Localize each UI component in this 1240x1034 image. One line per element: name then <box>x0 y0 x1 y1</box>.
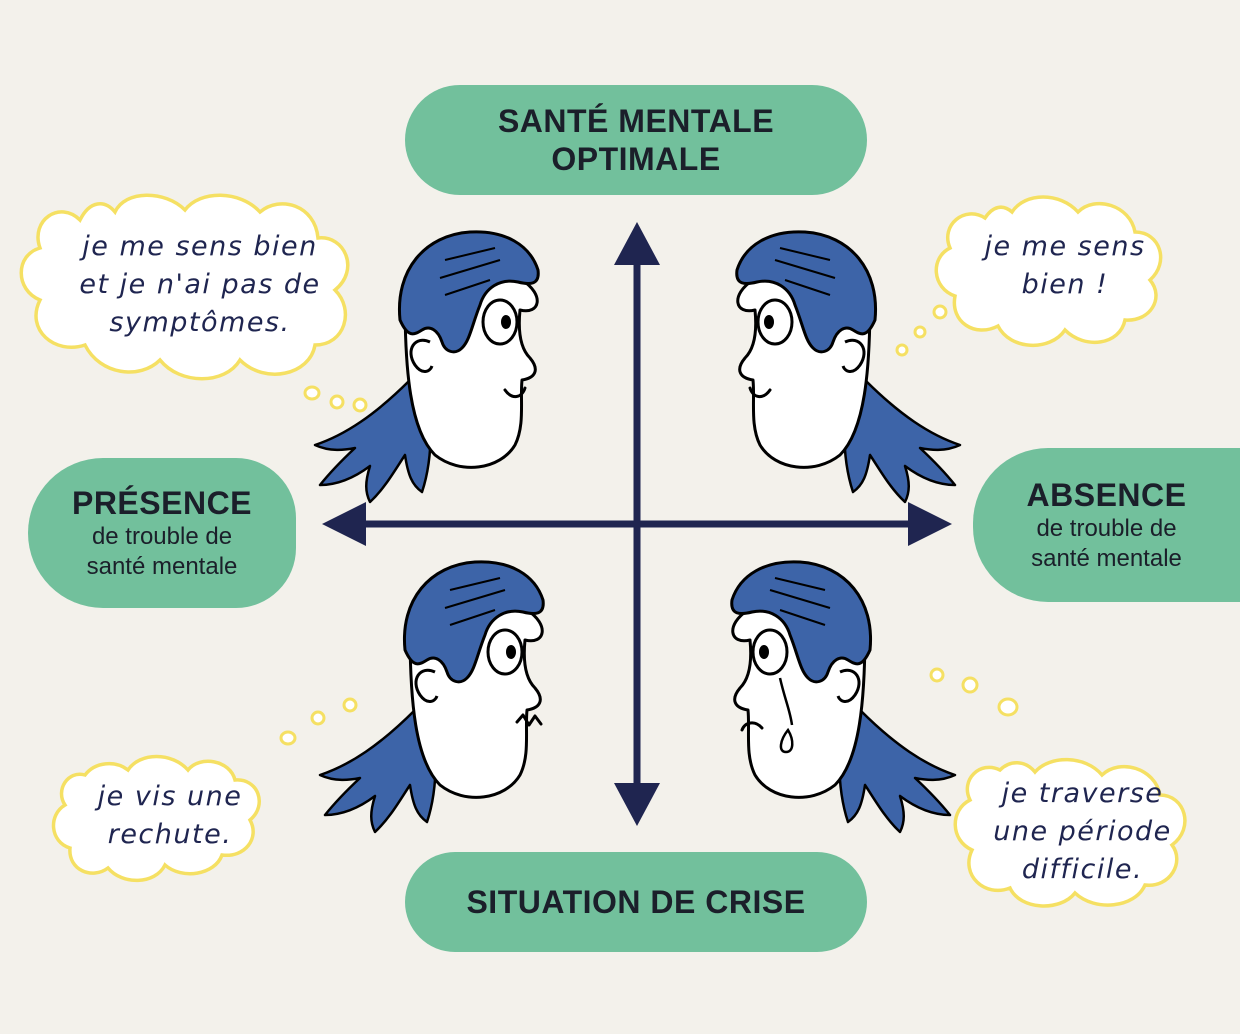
crisis-situation-label: SITUATION DE CRISE <box>405 852 867 952</box>
thought-bubble-bottom-right <box>929 667 1187 908</box>
arrow-down-icon <box>614 783 660 826</box>
absence-of-disorder-label: ABSENCE de trouble de santé mentale <box>973 448 1240 602</box>
axis-arrows <box>322 222 952 826</box>
absence-subtitle: de trouble de santé mentale <box>1031 515 1182 572</box>
thought-text-top-right: je me sens bien ! <box>984 231 1146 300</box>
thought-bubble-top-left <box>19 193 368 413</box>
presence-of-disorder-label: PRÉSENCE de trouble de santé mentale <box>28 458 296 608</box>
presence-title: PRÉSENCE <box>71 485 253 521</box>
thought-bubble-bottom-left <box>51 697 358 883</box>
smiling-face-icon <box>735 230 962 504</box>
absence-title: ABSENCE <box>1026 477 1187 513</box>
optimal-mental-health-title: SANTÉ MENTALE OPTIMALE <box>497 103 775 177</box>
worried-face-icon <box>318 560 545 834</box>
thought-bubble-top-right <box>895 195 1163 357</box>
thought-text-bottom-right: je traverse une période difficile. <box>993 778 1172 885</box>
crisis-situation-title: SITUATION DE CRISE <box>466 884 806 920</box>
thought-text-top-left: je me sens bien et je n'ai pas de symptô… <box>79 231 321 338</box>
arrow-right-icon <box>908 502 952 546</box>
thought-text-bottom-left: je vis une rechute. <box>97 781 243 850</box>
crying-face-icon <box>730 560 957 834</box>
arrow-up-icon <box>614 222 660 265</box>
optimal-mental-health-label: SANTÉ MENTALE OPTIMALE <box>405 85 867 195</box>
arrow-left-icon <box>322 502 366 546</box>
presence-subtitle: de trouble de santé mentale <box>86 523 238 580</box>
